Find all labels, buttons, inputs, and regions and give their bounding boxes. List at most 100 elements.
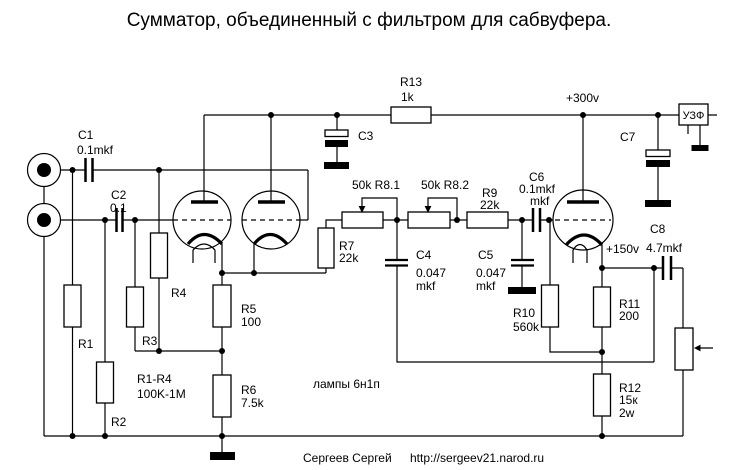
tube3-envelope-icon	[552, 189, 614, 251]
capacitor-c1	[84, 158, 94, 182]
label-c2-val: 0.1	[110, 201, 127, 215]
jack2-body-icon	[26, 202, 62, 238]
label-r10-val: 560k	[513, 320, 540, 334]
resistor-r10	[540, 284, 560, 328]
resistors	[63, 106, 701, 418]
capacitor-c2	[115, 208, 124, 232]
tube-2	[241, 190, 301, 250]
label-output-dc: +150v	[606, 242, 639, 256]
label-r12-val: 15к	[619, 393, 638, 407]
resistor-r6	[212, 374, 232, 418]
tube-type-note: лампы 6н1п	[313, 377, 380, 391]
label-r3-ref: R3	[142, 334, 158, 348]
label-r2-ref: R2	[111, 415, 127, 429]
label-r6-val: 7.5k	[241, 396, 265, 410]
label-r9-ref: R9	[482, 186, 498, 200]
ground-c3-icon	[324, 162, 349, 169]
resistor-r12	[592, 373, 612, 417]
label-rgroup: R1-R4	[137, 372, 172, 386]
resistor-r5	[212, 284, 232, 328]
circuit-wiring	[43, 114, 717, 452]
label-r12-ref: R12	[619, 381, 641, 395]
capacitor-c5	[511, 258, 534, 267]
capacitor-c8	[661, 256, 673, 280]
tube-3	[552, 189, 614, 251]
label-c3-ref: C3	[358, 129, 374, 143]
label-c5-ref: C5	[478, 248, 494, 262]
ground-main-icon	[210, 452, 235, 460]
label-r1-ref: R1	[78, 337, 94, 351]
label-r5-val: 100	[241, 315, 261, 329]
label-c4-val: 0.047	[416, 266, 446, 280]
label-c6-ref: C6	[529, 170, 545, 184]
potentiometer-r8-1	[341, 211, 384, 229]
ground-c5-icon	[508, 287, 536, 294]
page-title: Сумматор, объединенный с фильтром для са…	[127, 10, 612, 31]
label-r12-pwr: 2w	[619, 406, 635, 420]
input-jack-1	[26, 152, 62, 188]
label-c7-ref: C7	[620, 130, 636, 144]
label-r11-val: 200	[619, 309, 639, 323]
resistor-r7	[317, 227, 335, 269]
label-c8-val: 4.7mkf	[646, 241, 683, 255]
label-r8-2: 50k R8.2	[421, 178, 469, 192]
label-plate-supply: +300v	[566, 91, 599, 105]
ground-c7-icon	[645, 200, 671, 207]
resistor-r9	[466, 211, 509, 229]
label-c6-unit: mkf	[530, 194, 550, 208]
resistor-r4	[149, 232, 169, 279]
resistor-r11	[592, 286, 612, 328]
resistor-r2	[95, 361, 115, 404]
label-r13-val: 1k	[401, 90, 415, 104]
label-r5-ref: R5	[241, 302, 257, 316]
label-r13-ref: R13	[400, 75, 422, 89]
ground-uzf-icon	[691, 145, 709, 151]
label-c2-ref: C2	[111, 188, 127, 202]
author-url: http://sergeev21.narod.ru	[410, 451, 544, 465]
author-credit: Сергеев Сергей	[303, 451, 392, 465]
label-c5-val: 0.047	[476, 266, 506, 280]
capacitor-c4	[385, 258, 408, 267]
r8-2-wiper-arrow-icon	[424, 206, 432, 213]
r8-1-wiper-arrow-icon	[358, 206, 366, 213]
label-r6-ref: R6	[241, 383, 257, 397]
label-r7-val: 22k	[339, 251, 359, 265]
label-r11-ref: R11	[619, 297, 640, 311]
jack1-body-icon	[26, 152, 62, 188]
output-level-potentiometer	[674, 327, 694, 371]
capacitor-c3-electrolytic	[324, 129, 349, 147]
input-jack-2	[26, 202, 62, 238]
tube1-heater-icon	[192, 243, 216, 251]
output-pot-wiper-arrow-icon	[694, 344, 701, 352]
tube1-cathode-icon	[186, 232, 224, 246]
tube3-cathode-icon	[564, 233, 604, 247]
label-r10-ref: R10	[513, 306, 535, 320]
label-c4-ref: C4	[416, 248, 432, 262]
label-rgroup-val: 100K-1M	[137, 387, 186, 401]
potentiometer-r8-2	[407, 211, 451, 229]
tube3-heater-icon	[572, 243, 588, 251]
label-c4-unit: mkf	[416, 279, 436, 293]
jack2-pin-icon	[37, 213, 51, 227]
component-labels: C1 0.1mkf C2 0.1 C3 C4 0.047 mkf C5 0.04…	[77, 75, 683, 429]
label-r4-ref: R4	[171, 286, 187, 300]
label-c8-ref: C8	[650, 222, 666, 236]
capacitor-c7-electrolytic	[645, 149, 671, 167]
capacitor-c6	[531, 208, 542, 232]
label-c1-ref: C1	[78, 128, 94, 142]
resistor-r3	[125, 286, 145, 328]
capacitors	[84, 129, 673, 280]
label-r9-val: 22k	[480, 198, 500, 212]
label-c1-val: 0.1mkf	[77, 143, 114, 157]
resistor-r1	[63, 284, 82, 328]
label-c5-unit: mkf	[476, 279, 496, 293]
uzf-block: УЗФ	[678, 103, 709, 126]
tube2-cathode-icon	[252, 232, 289, 246]
uzf-block-label: УЗФ	[683, 110, 705, 122]
label-r8-1: 50k R8.1	[352, 178, 400, 192]
junction-dots	[69, 112, 661, 439]
label-c6-val: 0.1mkf	[519, 182, 556, 196]
tube-1	[172, 190, 232, 251]
